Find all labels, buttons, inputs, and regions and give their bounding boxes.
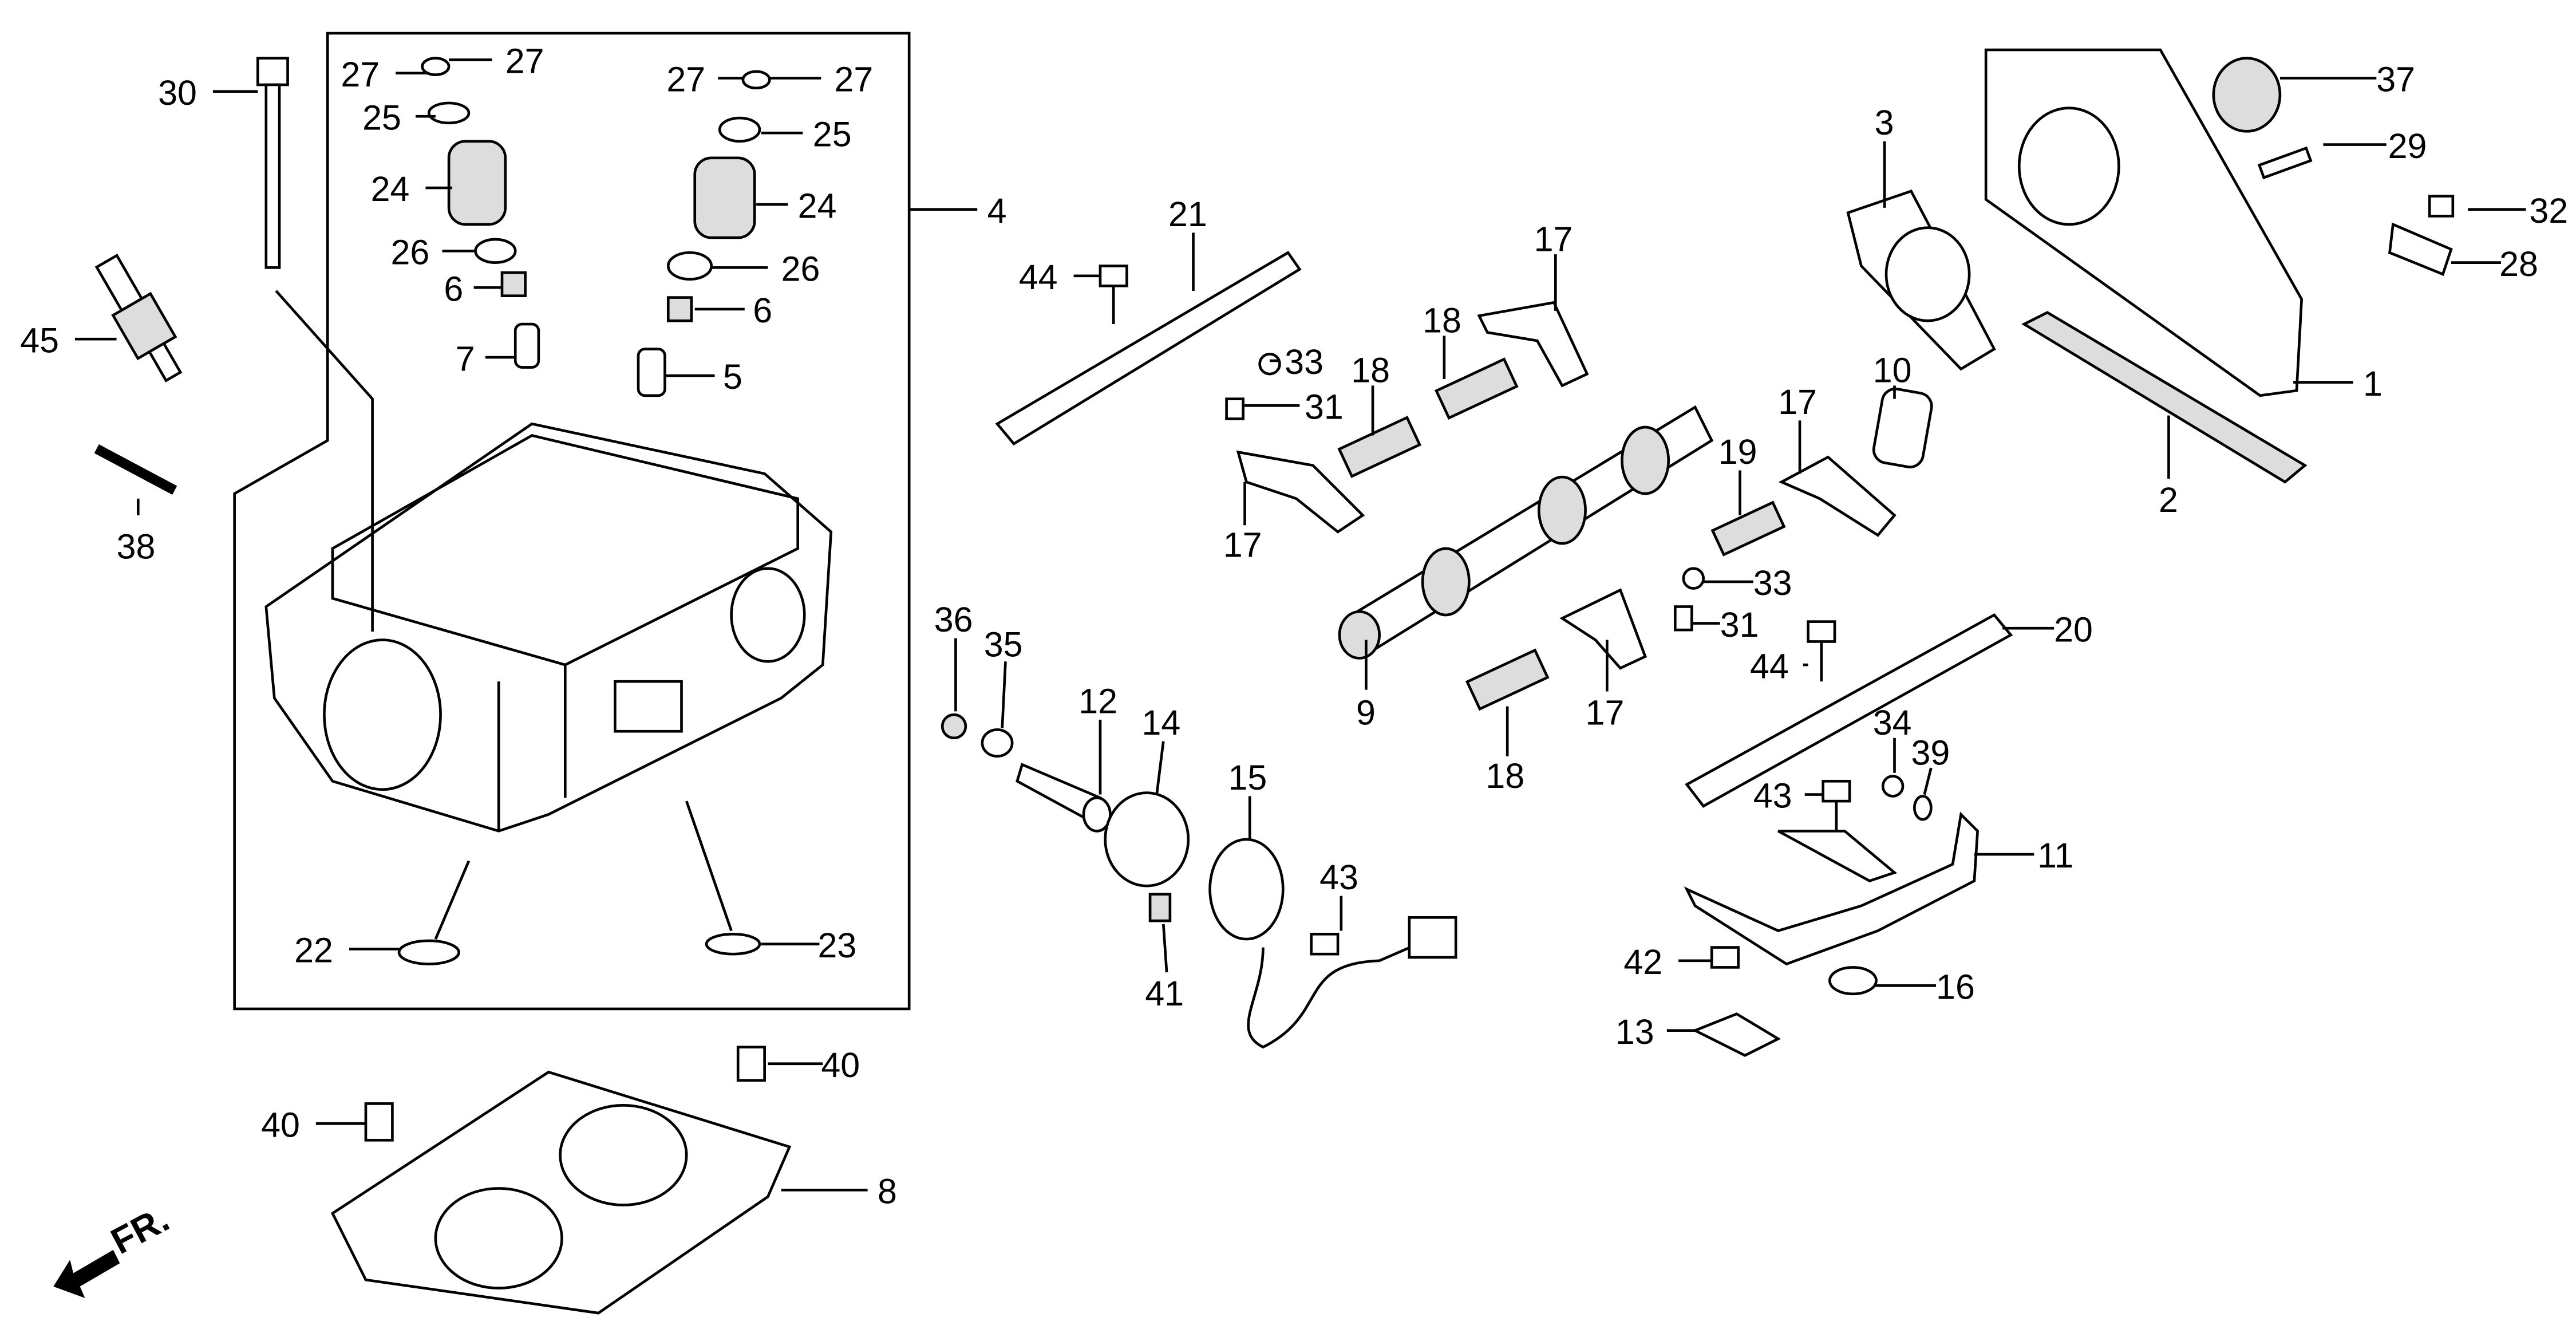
bolt-guide-line — [275, 290, 374, 632]
callout-31: 31 — [1305, 387, 1344, 426]
exhaust-valve-23 — [685, 800, 761, 956]
callout-27: 27 — [341, 55, 380, 94]
callout-4: 4 — [987, 191, 1007, 230]
callout-40: 40 — [821, 1046, 860, 1084]
callout-21: 21 — [1168, 195, 1207, 234]
callout-39: 39 — [1911, 733, 1950, 772]
callout-1: 1 — [2363, 364, 2383, 403]
callout-36: 36 — [934, 600, 973, 639]
callout-9: 9 — [1356, 693, 1376, 732]
callout-20: 20 — [2054, 610, 2093, 649]
callout-31: 31 — [1720, 605, 1759, 644]
callout-33: 33 — [1285, 342, 1323, 381]
callout-33: 33 — [1753, 563, 1792, 602]
callout-34: 34 — [1873, 703, 1912, 742]
front-direction-arrow-icon: FR. — [53, 1198, 176, 1299]
callout-17: 17 — [1534, 219, 1573, 258]
sensor-assembly — [1016, 763, 1457, 1049]
callout-27: 27 — [666, 60, 705, 99]
callout-8: 8 — [878, 1172, 897, 1211]
callout-17: 17 — [1223, 525, 1262, 564]
head-bolt-30 — [256, 57, 289, 269]
callout-17: 17 — [1778, 382, 1817, 421]
rocker-shaft-20 — [1685, 613, 2013, 808]
callout-10: 10 — [1873, 351, 1912, 390]
callout-37: 37 — [2376, 60, 2415, 99]
callout-23: 23 — [818, 926, 857, 965]
valve-spring-left — [421, 57, 540, 369]
intake-valve-22 — [397, 860, 471, 965]
callout-44: 44 — [1019, 258, 1058, 297]
callout-24: 24 — [371, 169, 410, 208]
callout-41: 41 — [1145, 974, 1184, 1013]
callout-43: 43 — [1753, 776, 1792, 815]
callout-35: 35 — [984, 625, 1023, 664]
callout-6: 6 — [444, 269, 463, 308]
callout-17: 17 — [1586, 693, 1625, 732]
callout-26: 26 — [391, 233, 430, 272]
callout-2: 2 — [2159, 480, 2178, 519]
callout-19: 19 — [1718, 432, 1757, 471]
gasket-3 — [1846, 189, 1996, 371]
callout-45: 45 — [20, 321, 59, 360]
rocker-arms-17 — [1236, 301, 1897, 670]
callout-27: 27 — [505, 42, 544, 81]
callout-18: 18 — [1423, 301, 1461, 340]
callout-16: 16 — [1936, 968, 1975, 1007]
springs-18-19 — [1337, 357, 1786, 711]
callout-18: 18 — [1351, 351, 1390, 390]
callout-40: 40 — [261, 1105, 300, 1144]
rocker-shaft-21 — [995, 251, 1302, 446]
callout-26: 26 — [781, 250, 820, 289]
dowel-40 — [364, 1102, 394, 1142]
callout-13: 13 — [1615, 1012, 1654, 1051]
callout-25: 25 — [813, 115, 852, 153]
callout-11: 11 — [2037, 836, 2073, 875]
leader-lines — [74, 58, 2526, 1192]
callout-12: 12 — [1078, 681, 1117, 720]
callout-3: 3 — [1875, 103, 1894, 142]
callout-43: 43 — [1319, 858, 1358, 897]
assembly-box-4 — [233, 31, 911, 1011]
callout-32: 32 — [2529, 191, 2568, 230]
callout-38: 38 — [117, 527, 156, 566]
cylinder-head — [264, 422, 833, 833]
camshaft-9 — [1338, 405, 1714, 660]
bracket-11 — [1684, 811, 1980, 1057]
callout-14: 14 — [1142, 703, 1181, 742]
front-label: FR. — [104, 1198, 176, 1262]
spark-plug-45 — [94, 253, 183, 382]
callout-29: 29 — [2388, 127, 2427, 165]
end-cover-1 — [1984, 48, 2455, 397]
callout-25: 25 — [362, 98, 401, 137]
callout-28: 28 — [2499, 244, 2538, 283]
callout-labels: 30 27 27 25 24 26 6 7 27 27 25 24 26 6 5… — [20, 42, 2568, 1211]
dowel-40 — [736, 1046, 766, 1082]
stud-38 — [94, 444, 177, 495]
callout-44: 44 — [1750, 646, 1789, 685]
head-gasket-8 — [330, 1070, 792, 1315]
callout-22: 22 — [294, 931, 333, 970]
callout-42: 42 — [1623, 942, 1662, 981]
callout-27: 27 — [835, 60, 874, 99]
valve-spring-right — [637, 70, 771, 397]
callout-7: 7 — [456, 339, 475, 378]
callout-15: 15 — [1228, 758, 1267, 797]
callout-30: 30 — [158, 73, 197, 112]
callout-24: 24 — [798, 186, 837, 225]
small-hardware — [941, 265, 1933, 969]
seal-strip-2 — [2021, 311, 2308, 484]
callout-5: 5 — [723, 357, 742, 396]
callout-18: 18 — [1485, 756, 1524, 795]
callout-6: 6 — [753, 291, 772, 330]
